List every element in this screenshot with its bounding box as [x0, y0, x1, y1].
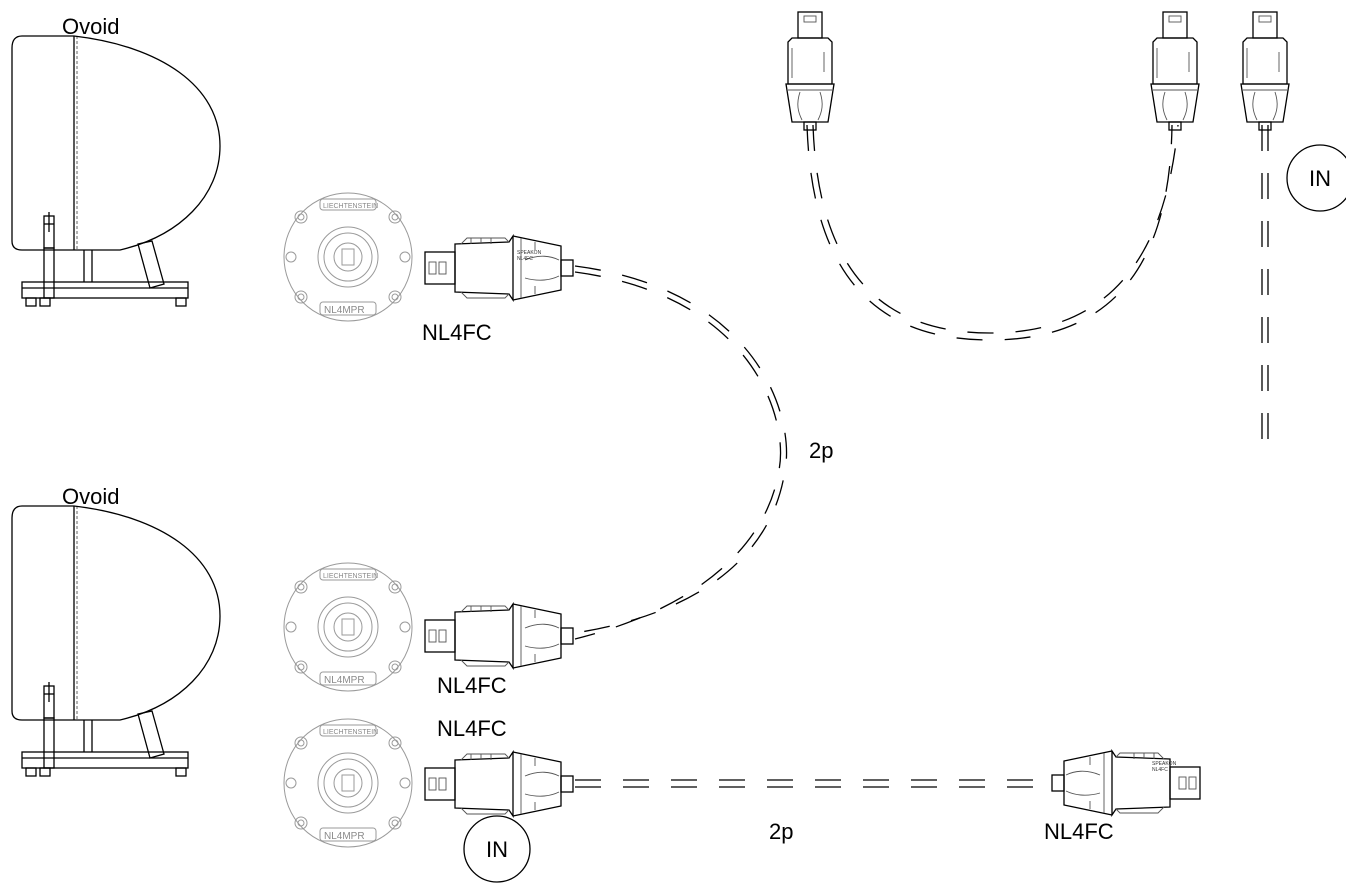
socket-middle-model-text: NL4MPR [324, 675, 365, 686]
speaker-bottom [11, 505, 221, 777]
connector-middle [424, 603, 574, 669]
socket-middle-panel-text: LIECHTENSTEIN [323, 573, 378, 580]
speaker-top-label: Ovoid [62, 14, 119, 39]
cable-main [574, 265, 788, 640]
socket-top-model-text: NL4MPR [324, 305, 365, 316]
socket-top: LIECHTENSTEIN NL4MPR [283, 192, 413, 322]
socket-middle: LIECHTENSTEIN NL4MPR [283, 562, 413, 692]
cable-input-right [1261, 125, 1269, 440]
vconnector-left [785, 11, 835, 131]
connector-lower [424, 751, 574, 817]
connector-top-text-b: NL4FC [517, 256, 533, 262]
connector-far-right-text-b: NL4FC [1152, 767, 1168, 773]
connector-far-right [1051, 750, 1201, 816]
cable-bottom-label: 2p [769, 819, 793, 844]
connector-far-right-text-a: SPEAKON [1152, 761, 1177, 767]
cable-main-label: 2p [809, 438, 833, 463]
input-badge-right: IN [1286, 144, 1346, 212]
speaker-top [11, 35, 221, 307]
socket-top-panel-text: LIECHTENSTEIN [323, 203, 378, 210]
connector-middle-label: NL4FC [437, 673, 507, 698]
vconnector-middle [1150, 11, 1200, 131]
connector-top: SPEAKON NL4FC [424, 235, 574, 301]
input-badge-bottom-text: IN [486, 837, 508, 862]
vconnector-right [1240, 11, 1290, 131]
cable-bottom [575, 779, 1045, 788]
socket-lower: LIECHTENSTEIN NL4MPR [283, 718, 413, 848]
input-badge-right-text: IN [1309, 166, 1331, 191]
cable-top-loop [806, 124, 1179, 341]
connector-far-right-label: NL4FC [1044, 819, 1114, 844]
connector-top-text-a: SPEAKON [517, 250, 542, 256]
connector-top-label: NL4FC [422, 320, 492, 345]
socket-lower-panel-text: LIECHTENSTEIN [323, 729, 378, 736]
socket-lower-model-text: NL4MPR [324, 831, 365, 842]
input-badge-bottom: IN [463, 815, 531, 883]
speaker-bottom-label: Ovoid [62, 484, 119, 509]
connector-lower-label: NL4FC [437, 716, 507, 741]
